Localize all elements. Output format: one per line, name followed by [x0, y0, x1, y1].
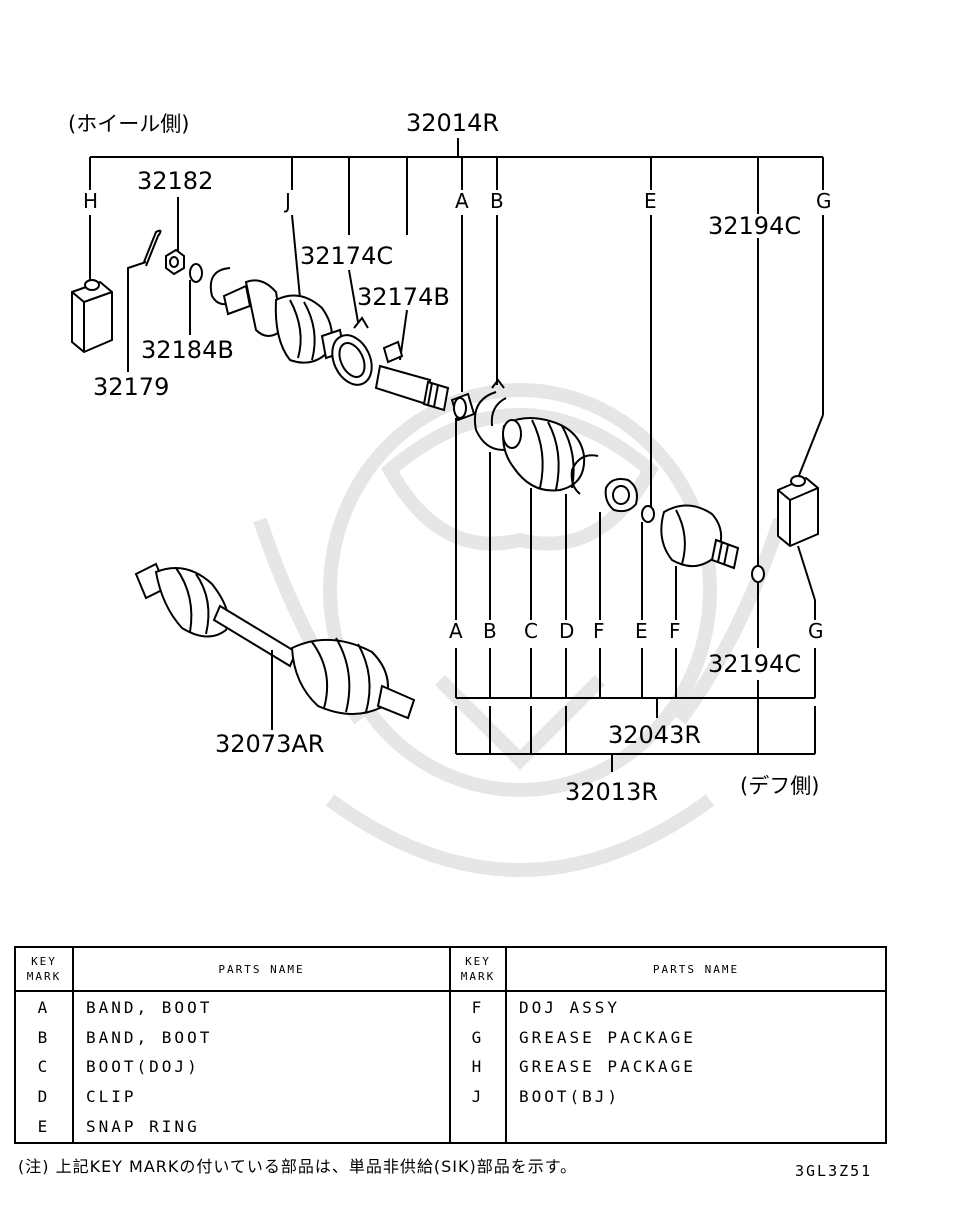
callout-32043R: 32043R	[608, 721, 701, 749]
callout-32194C-bottom: 32194C	[708, 650, 801, 678]
part-name: BAND, BOOT	[72, 991, 451, 1023]
bottom-key-C: C	[524, 619, 538, 643]
key-mark: A	[14, 991, 74, 1023]
o-ring-32194C	[751, 565, 765, 583]
top-key-J: J	[283, 189, 291, 213]
callout-32174C: 32174C	[300, 242, 393, 270]
callout-32073AR: 32073AR	[215, 730, 324, 758]
table-row: C BOOT(DOJ) H GREASE PACKAGE	[14, 1052, 887, 1082]
bottom-bracket-32043R	[455, 648, 816, 718]
bottom-key-E: E	[635, 619, 648, 643]
part-name: GREASE PACKAGE	[505, 1022, 887, 1052]
cotter-pin	[143, 229, 162, 267]
nut-32182	[165, 248, 185, 276]
doj-outer-F	[660, 504, 740, 570]
callout-32194C-top: 32194C	[708, 212, 801, 240]
doj-inner-F	[604, 478, 638, 513]
part-name: DOJ ASSY	[505, 991, 887, 1023]
drive-shaft	[374, 364, 450, 412]
key-mark: B	[14, 1022, 74, 1052]
top-key-G: G	[816, 189, 832, 213]
callout-32014R: 32014R	[406, 109, 499, 137]
part-name: BAND, BOOT	[72, 1022, 451, 1052]
bottom-key-D: D	[559, 619, 574, 643]
key-mark: G	[449, 1022, 507, 1052]
snap-ring-E	[641, 505, 655, 523]
washer-32184B	[189, 263, 203, 283]
header-parts-name-right: PARTS NAME	[505, 947, 887, 992]
header-parts-name-left: PARTS NAME	[72, 947, 451, 992]
footnote: (注) 上記KEY MARKの付いている部品は、単品非供給(SIK)部品を示す。	[18, 1157, 578, 1176]
band-B	[474, 378, 515, 451]
bottom-key-A: A	[449, 619, 463, 643]
part-name	[505, 1111, 887, 1143]
bottom-bracket-32013R	[455, 680, 816, 772]
bottom-key-G: G	[808, 619, 824, 643]
bottom-leaders	[455, 418, 816, 648]
wheel-side-label: (ホイール側)	[68, 112, 189, 136]
key-mark: D	[14, 1081, 74, 1112]
callout-32184B: 32184B	[141, 336, 234, 364]
clip-D	[570, 454, 599, 495]
table-row: D CLIP J BOOT(BJ)	[14, 1081, 887, 1112]
key-mark	[449, 1111, 507, 1143]
bottom-key-F2: F	[669, 619, 681, 643]
bj-joint-assembly	[222, 279, 346, 364]
band-A	[450, 392, 476, 422]
table-row: A BAND, BOOT F DOJ ASSY	[14, 991, 887, 1023]
grease-package-H	[71, 279, 113, 354]
bottom-key-B: B	[483, 619, 497, 643]
boot-band-32174B	[382, 340, 404, 364]
table-row: B BAND, BOOT G GREASE PACKAGE	[14, 1022, 887, 1052]
part-name: CLIP	[72, 1081, 451, 1112]
part-name: GREASE PACKAGE	[505, 1052, 887, 1082]
boot-band-32174C	[331, 316, 373, 386]
top-key-B: B	[490, 189, 504, 213]
grease-package-G	[777, 475, 819, 548]
top-key-A: A	[455, 189, 469, 213]
callout-32013R: 32013R	[565, 778, 658, 806]
part-name: BOOT(DOJ)	[72, 1052, 451, 1082]
key-mark: F	[449, 991, 507, 1023]
part-name: SNAP RING	[72, 1111, 451, 1143]
top-key-E: E	[644, 189, 657, 213]
top-bracket	[89, 138, 824, 235]
diff-side-label: (デフ側)	[740, 774, 819, 798]
part-name: BOOT(BJ)	[505, 1081, 887, 1112]
key-mark: H	[449, 1052, 507, 1082]
top-leaders	[89, 214, 824, 568]
diagram-code: 3GL3Z51	[795, 1162, 873, 1180]
callout-32179: 32179	[93, 373, 169, 401]
complete-drive-axle	[134, 562, 416, 720]
table-row: E SNAP RING	[14, 1111, 887, 1143]
key-mark: C	[14, 1052, 74, 1082]
top-key-H: H	[83, 189, 98, 213]
bottom-key-F: F	[593, 619, 605, 643]
key-mark: J	[449, 1081, 507, 1112]
callout-32182: 32182	[137, 167, 213, 195]
exploded-parts-diagram: (ホイール側) (デフ側) 32014R H J A B E G 32182 3…	[68, 109, 832, 877]
callout-32174B: 32174B	[357, 283, 450, 311]
key-mark: E	[14, 1111, 74, 1143]
